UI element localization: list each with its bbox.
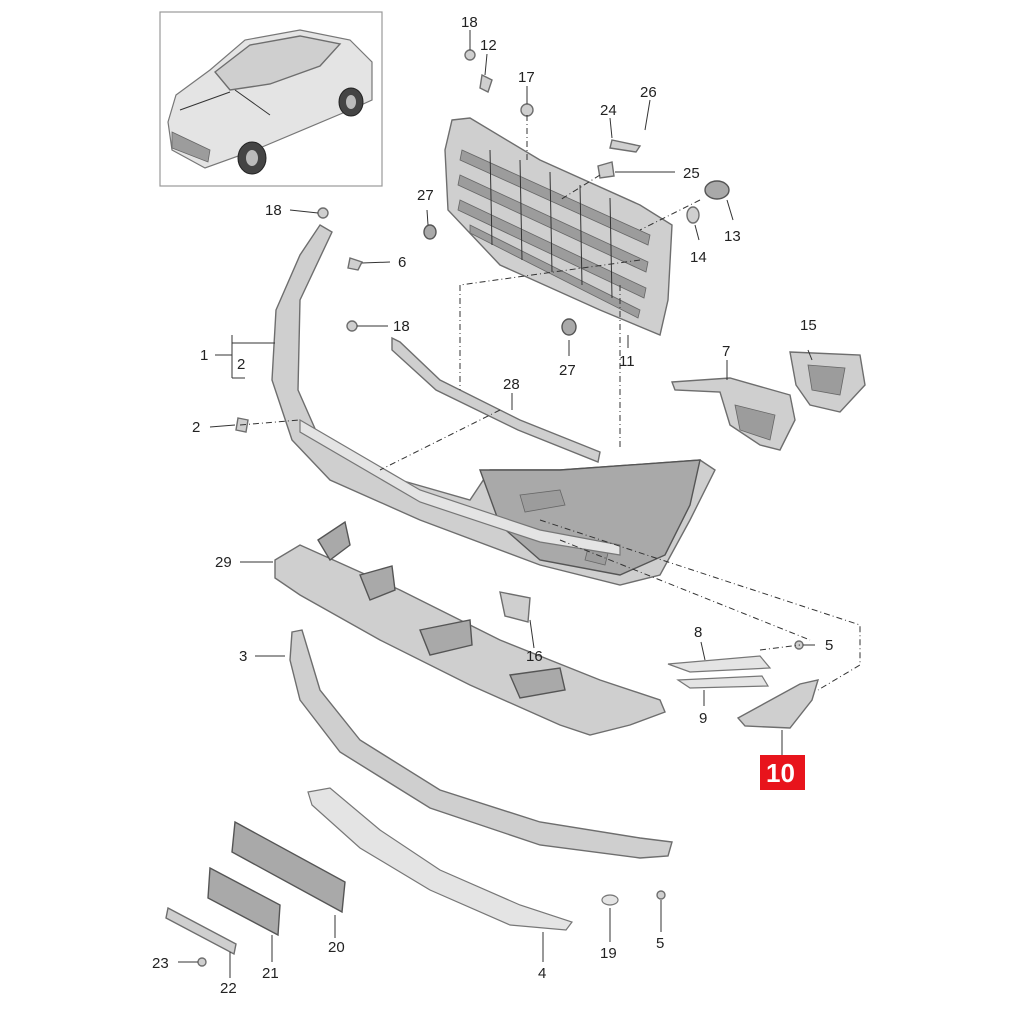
callout-24: 24: [600, 102, 617, 119]
callout-17: 17: [518, 69, 535, 86]
trim-part-9: [676, 675, 770, 689]
callout-26: 26: [640, 84, 657, 101]
callout-20: 20: [328, 939, 345, 956]
callout-9: 9: [699, 710, 707, 727]
grille-part-11: [444, 117, 673, 336]
strip-part-22: [165, 906, 237, 956]
callout-14: 14: [690, 249, 707, 266]
callout-1: 1: [200, 347, 208, 364]
callout-19: 19: [600, 945, 617, 962]
callout-18: 18: [461, 14, 478, 31]
callout-6: 6: [398, 254, 406, 271]
callout-5: 5: [825, 637, 833, 654]
callout-22: 22: [220, 980, 237, 997]
callout-2: 2: [192, 419, 200, 436]
callout-16: 16: [526, 648, 543, 665]
fasteners: [197, 49, 804, 967]
leader-lines: [178, 30, 815, 978]
bracket-part-7: [671, 377, 796, 451]
callout-4: 4: [538, 965, 546, 982]
lip-part-4: [307, 787, 573, 931]
trim-part-8: [667, 655, 772, 673]
callout-18: 18: [393, 318, 410, 335]
callout-27: 27: [559, 362, 576, 379]
callout-10: 10: [766, 758, 795, 788]
strip-part-28: [391, 336, 601, 463]
spoiler-part-3: [289, 629, 673, 859]
callout-25: 25: [683, 165, 700, 182]
callout-5: 5: [656, 935, 664, 952]
plate-bracket-part-21: [207, 866, 281, 937]
callout-15: 15: [800, 317, 817, 334]
callout-3: 3: [239, 648, 247, 665]
trim-part-10: [736, 679, 820, 729]
bumper-cover-part-1: [271, 224, 716, 586]
callout-12: 12: [480, 37, 497, 54]
assembly-lines: [239, 115, 861, 691]
callout-2: 2: [237, 356, 245, 373]
callout-7: 7: [722, 343, 730, 360]
carrier-part-29: [274, 520, 666, 736]
callout-18: 18: [265, 202, 282, 219]
plate-holder-part-20: [231, 820, 346, 914]
callout-11: 11: [619, 353, 635, 370]
callout-28: 28: [503, 376, 520, 393]
vehicle-thumbnail: [159, 11, 383, 187]
callout-23: 23: [152, 955, 169, 972]
callout-27: 27: [417, 187, 434, 204]
callout-labels: 18 12 17 24 26 25 27 13 14 18 6 18 15 1 …: [152, 14, 833, 997]
highlight-badge: [760, 755, 805, 790]
callout-13: 13: [724, 228, 741, 245]
callout-8: 8: [694, 624, 702, 641]
callout-29: 29: [215, 554, 232, 571]
callout-21: 21: [262, 965, 279, 982]
panel-part-15: [789, 351, 866, 413]
